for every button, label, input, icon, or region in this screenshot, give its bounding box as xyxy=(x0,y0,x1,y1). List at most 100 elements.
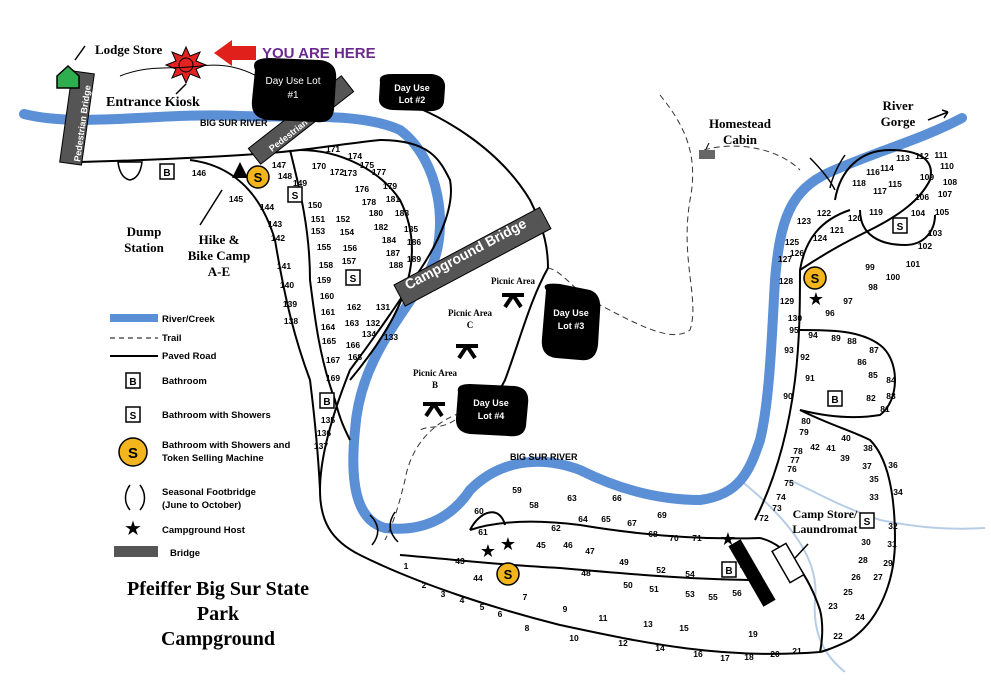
title-line3: Campground xyxy=(161,628,275,650)
shower-icon: S xyxy=(345,269,361,286)
legend: River/Creek Trail Paved Road B Bathroom … xyxy=(110,314,290,559)
campsite-118: 118 xyxy=(852,178,866,188)
campsite-31: 31 xyxy=(887,539,897,549)
bathroom-icon: B xyxy=(721,561,737,578)
svg-text:S: S xyxy=(130,411,137,422)
picnic-area-a-label: Picnic Area xyxy=(491,276,536,286)
campsite-4: 4 xyxy=(460,595,465,605)
svg-text:B: B xyxy=(129,377,136,388)
homestead-label2: Cabin xyxy=(723,132,758,147)
campsite-168: 168 xyxy=(348,352,362,362)
svg-text:S: S xyxy=(128,445,138,462)
campsite-126: 126 xyxy=(790,248,804,258)
campsite-93: 93 xyxy=(784,345,794,355)
campsite-122: 122 xyxy=(817,208,831,218)
campsite-32: 32 xyxy=(888,521,898,531)
day-use-lot-1: Day Use Lot #1 xyxy=(251,58,337,123)
campsite-18: 18 xyxy=(744,652,754,662)
bathroom-icon: B xyxy=(827,390,843,407)
campsite-128: 128 xyxy=(779,276,793,286)
day-use-lot-4-line2: Lot #4 xyxy=(478,411,505,421)
day-use-lot-4: Day Use Lot #4 xyxy=(455,384,529,437)
campsite-162: 162 xyxy=(347,302,361,312)
legend-bathroom-label: Bathroom xyxy=(162,376,207,387)
legend-host-icon: ★ xyxy=(124,518,142,540)
campsite-54: 54 xyxy=(685,569,695,579)
picnic-area-c-label2: C xyxy=(467,320,474,330)
campsite-103: 103 xyxy=(928,228,942,238)
campsite-135: 135 xyxy=(321,415,335,425)
campsite-153: 153 xyxy=(311,226,325,236)
campsite-110: 110 xyxy=(940,161,954,171)
campsite-169: 169 xyxy=(326,373,340,383)
campsite-57: 57 xyxy=(755,582,765,592)
campsite-180: 180 xyxy=(369,208,383,218)
river-gorge-label1: River xyxy=(882,98,913,113)
campsite-17: 17 xyxy=(720,653,730,663)
campsite-139: 139 xyxy=(283,299,297,309)
legend-bridge-label: Bridge xyxy=(170,548,200,559)
campsite-189: 189 xyxy=(407,254,421,264)
campsite-183: 183 xyxy=(395,208,409,218)
shower-icon: S xyxy=(287,186,303,203)
svg-text:S: S xyxy=(897,222,904,233)
campsite-173: 173 xyxy=(343,168,357,178)
campsite-27: 27 xyxy=(873,572,883,582)
token-bathroom-icon: S xyxy=(246,165,270,189)
campsite-171: 171 xyxy=(326,144,340,154)
campsite-120: 120 xyxy=(848,213,862,223)
legend-footbridge-label1: Seasonal Footbridge xyxy=(162,487,256,498)
lodge-store-label: Lodge Store xyxy=(95,42,163,57)
campsite-121: 121 xyxy=(830,225,844,235)
shower-icon: S xyxy=(859,512,875,529)
campsite-142: 142 xyxy=(271,233,285,243)
campsite-24: 24 xyxy=(855,612,865,622)
campsite-112: 112 xyxy=(915,151,929,161)
campsite-79: 79 xyxy=(799,427,809,437)
token-bathroom-icon: S xyxy=(803,266,827,290)
map-title: Pfeiffer Big Sur State Park Campground xyxy=(127,578,309,650)
host-markers: ★ ★ ★ ★ ★ xyxy=(480,289,824,572)
campsite-3: 3 xyxy=(441,589,446,599)
campsite-22: 22 xyxy=(833,631,843,641)
campsite-148: 148 xyxy=(278,171,292,181)
campsite-94: 94 xyxy=(808,330,818,340)
campsite-66: 66 xyxy=(612,493,622,503)
campsite-159: 159 xyxy=(317,275,331,285)
campsite-143: 143 xyxy=(268,219,282,229)
campsite-82: 82 xyxy=(866,393,876,403)
campsite-158: 158 xyxy=(319,260,333,270)
seasonal-footbridges xyxy=(369,154,846,546)
campsite-96: 96 xyxy=(825,308,835,318)
campsite-178: 178 xyxy=(362,197,376,207)
day-use-lot-3-line1: Day Use xyxy=(553,308,589,318)
campsite-104: 104 xyxy=(911,208,925,218)
campsite-147: 147 xyxy=(272,160,286,170)
campsite-163: 163 xyxy=(345,318,359,328)
campsite-151: 151 xyxy=(311,214,325,224)
homestead-label1: Homestead xyxy=(709,116,772,131)
campsite-39: 39 xyxy=(840,453,850,463)
campsite-84: 84 xyxy=(886,375,896,385)
campsite-55: 55 xyxy=(708,592,718,602)
campsite-166: 166 xyxy=(346,340,360,350)
hike-bike-label1: Hike & xyxy=(199,232,240,247)
campsite-187: 187 xyxy=(386,248,400,258)
river-gorge-label2: Gorge xyxy=(881,114,916,129)
campsite-186: 186 xyxy=(407,237,421,247)
campsite-47: 47 xyxy=(585,546,595,556)
campsite-165: 165 xyxy=(322,336,336,346)
campsite-7: 7 xyxy=(523,592,528,602)
campsite-102: 102 xyxy=(918,241,932,251)
campsite-188: 188 xyxy=(389,260,403,270)
dump-station-label2: Station xyxy=(124,240,165,255)
bathroom-icon: B xyxy=(159,163,175,180)
campsite-26: 26 xyxy=(851,572,861,582)
campsite-10: 10 xyxy=(569,633,579,643)
day-use-lot-1-line1: Day Use Lot xyxy=(265,76,320,87)
campsite-76: 76 xyxy=(787,464,797,474)
svg-text:S: S xyxy=(811,271,820,286)
day-use-lot-4-line1: Day Use xyxy=(473,398,509,408)
campsite-52: 52 xyxy=(656,565,666,575)
